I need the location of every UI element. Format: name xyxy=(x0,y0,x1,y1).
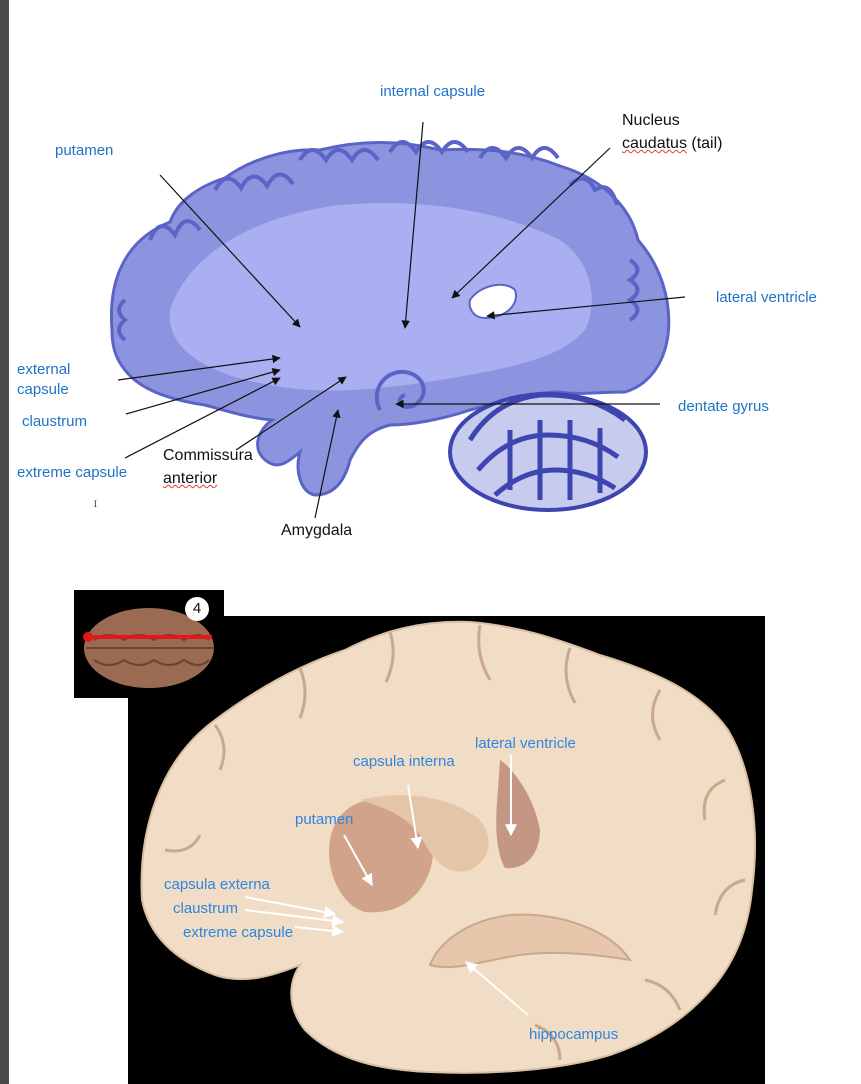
label-commissura-line1: Commissura xyxy=(163,447,253,464)
slice-sulci xyxy=(164,624,746,1061)
label-hippocampus: hippocampus xyxy=(529,1026,619,1043)
label-anterior-word: anterior xyxy=(163,470,218,487)
label-caudatus-word: caudatus xyxy=(622,135,687,152)
label-extreme-capsule: extreme capsule xyxy=(17,464,128,481)
label-internal-capsule: internal capsule xyxy=(380,83,486,100)
capsula-interna-region xyxy=(360,795,489,872)
slice-number-badge: 4 xyxy=(185,597,209,621)
label-claustrum-photo: claustrum xyxy=(173,900,239,917)
label-capsula-externa: capsula externa xyxy=(164,876,270,893)
cerebellum-folia xyxy=(467,392,627,500)
left-edge-bar xyxy=(0,0,9,1084)
putamen-region xyxy=(329,799,434,913)
thumbnail-brain-top-view xyxy=(83,608,214,688)
label-lateral-ventricle: lateral ventricle xyxy=(716,289,817,306)
label-nucleus-caudatus-line1: Nucleus xyxy=(622,112,680,129)
gyri-folds xyxy=(117,140,640,342)
pointer-arrows xyxy=(117,121,686,519)
label-putamen-photo: putamen xyxy=(295,811,354,828)
label-claustrum: claustrum xyxy=(22,413,88,430)
white-matter xyxy=(169,203,592,391)
cut-plane-dot xyxy=(83,632,93,642)
lateral-ventricle-shape xyxy=(468,283,517,320)
label-extreme-capsule-photo: extreme capsule xyxy=(183,924,294,941)
label-external-capsule-line1: external xyxy=(17,361,71,378)
label-dentate-gyrus: dentate gyrus xyxy=(678,398,769,415)
label-lateral-ventricle-photo: lateral ventricle xyxy=(475,735,576,752)
stained-section-diagram xyxy=(109,121,686,519)
label-nucleus-caudatus-line2: caudatus (tail) xyxy=(622,133,723,155)
label-commissura-line2: anterior xyxy=(163,468,217,490)
label-putamen: putamen xyxy=(55,142,114,159)
label-external-capsule-line2: capsule xyxy=(17,381,69,398)
hippocampus-region xyxy=(428,913,633,969)
lateral-ventricle-region xyxy=(496,760,540,869)
label-tail-word: (tail) xyxy=(686,135,723,152)
label-capsula-interna: capsula interna xyxy=(353,753,455,770)
label-amygdala: Amygdala xyxy=(281,522,353,539)
white-pointer-arrows xyxy=(244,755,529,1016)
